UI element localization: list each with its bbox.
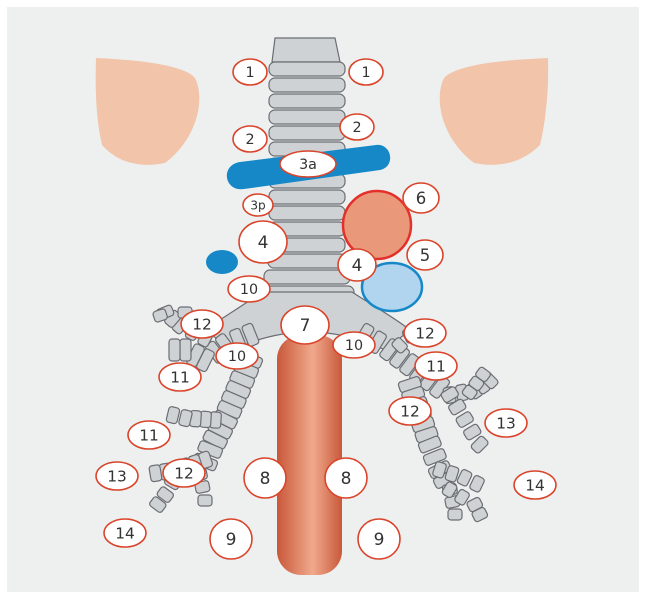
station-label-3a: 3a [280,151,336,177]
descending-aorta [277,335,342,575]
station-label-10-right: 10 [333,332,375,358]
station-label-text: 10 [240,282,258,298]
station-label-8-left: 8 [244,458,286,498]
station-label-text: 11 [139,427,159,445]
trachea-top [272,38,340,62]
station-label-11-right: 11 [415,352,457,380]
station-label-3p: 3p [243,194,273,216]
station-label-text: 11 [170,369,190,387]
station-label-text: 1 [361,65,370,81]
left-basal-twig [198,495,212,506]
station-label-text: 13 [107,468,127,486]
station-label-text: 10 [228,349,246,365]
trachea-ring [269,110,345,124]
station-label-5: 5 [407,240,443,270]
station-label-10-upper: 10 [228,276,270,302]
station-label-text: 11 [426,358,446,376]
trachea-ring [269,190,345,204]
station-label-4-right: 4 [338,249,376,281]
right-basal-twig [448,509,462,520]
left-main-bronchus [169,339,180,361]
station-label-text: 4 [352,256,363,276]
station-label-text: 3a [299,157,317,173]
station-label-text: 7 [300,316,311,336]
station-label-text: 8 [341,469,352,489]
station-label-text: 2 [352,120,361,136]
station-label-11-left-lower: 11 [128,421,170,449]
station-label-text: 5 [420,246,431,265]
station-label-text: 14 [115,525,135,543]
station-label-12-left-lower: 12 [163,459,205,487]
left-main-bronchus [180,339,191,361]
station-label-14-right: 14 [514,471,556,499]
station-label-text: 6 [416,189,427,208]
station-label-text: 8 [260,469,271,489]
station-label-13-left: 13 [96,462,138,490]
station-label-text: 13 [496,415,516,433]
station-label-6: 6 [403,183,439,213]
trachea-ring [264,270,350,284]
station-label-text: 4 [258,233,269,253]
station-label-8-right: 8 [325,458,367,498]
station-label-12-left-upper: 12 [181,310,223,338]
station-label-2-right: 2 [340,114,374,140]
station-label-text: 12 [400,403,420,421]
station-label-text: 12 [192,316,212,334]
station-label-1-right: 1 [349,59,383,85]
station-label-13-right: 13 [485,409,527,437]
station-label-4-left: 4 [239,221,287,263]
station-label-12-right-upper: 12 [404,319,446,347]
station-label-text: 12 [174,465,194,483]
station-label-12-right-lower: 12 [389,397,431,425]
station-label-9-left: 9 [210,519,252,559]
station-label-text: 2 [245,132,254,148]
left-basal-branch [149,464,162,482]
station-label-2-left: 2 [233,126,267,152]
station-label-text: 9 [374,530,385,550]
station-label-14-left: 14 [104,519,146,547]
trachea-ring [269,62,345,76]
station-label-1-left: 1 [233,59,267,85]
station-label-7: 7 [281,306,329,344]
station-label-11-left-upper: 11 [159,363,201,391]
blue-vessel-dot [206,250,238,274]
station-label-10-left: 10 [216,343,258,369]
station-label-text: 9 [226,530,237,550]
trachea-ring [269,206,345,220]
station-label-text: 3p [250,198,266,212]
station-label-text: 1 [245,65,254,81]
station-label-text: 10 [345,338,363,354]
station-label-text: 14 [525,477,545,495]
station-label-9-right: 9 [358,519,400,559]
trachea-ring [269,94,345,108]
trachea-ring [269,126,345,140]
station-label-text: 12 [415,325,435,343]
trachea-ring [269,78,345,92]
